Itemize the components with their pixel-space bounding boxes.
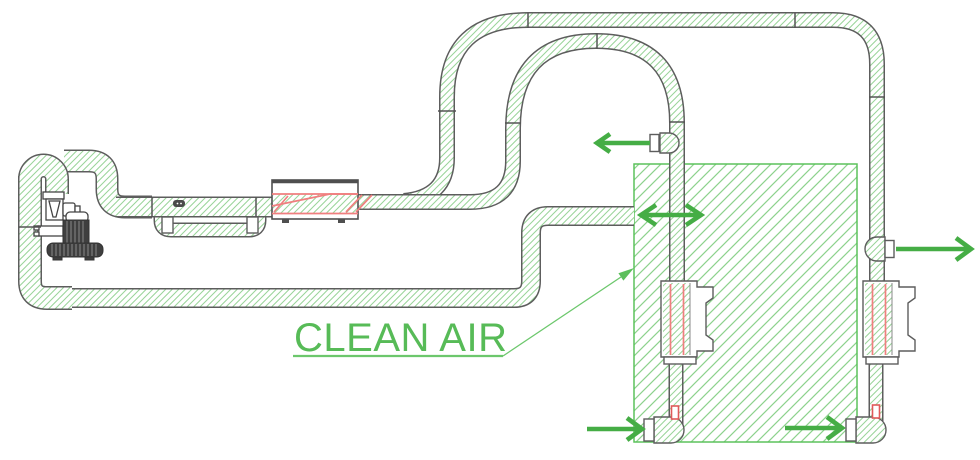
duct-damper	[173, 200, 185, 207]
clean-air-annotation: CLEAN AIR	[293, 268, 634, 360]
pump-motor	[62, 219, 90, 245]
pressure-tap-left	[670, 405, 680, 420]
duct-joint-ticks	[19, 13, 885, 228]
inlet-nozzle-right	[845, 404, 887, 444]
inlet-nozzle-left	[643, 405, 685, 444]
outlet-left-arrow	[592, 132, 650, 154]
leader-arrowhead-icon	[618, 268, 634, 281]
pump-blower-base	[46, 242, 104, 261]
filter-cartridge-left	[660, 280, 714, 365]
inlet-bottom-right-arrow	[785, 415, 846, 441]
inner-duct-arch	[356, 41, 677, 283]
outlet-nozzle-right	[864, 236, 895, 262]
leader-line	[502, 276, 622, 357]
shutoff-valve	[42, 191, 81, 221]
duct-network	[30, 20, 877, 430]
chamber-bidirectional-arrow	[636, 203, 706, 227]
pressure-tap-right	[871, 404, 881, 419]
outlet-right-arrow	[896, 236, 975, 262]
vacuum-pump-unit	[33, 191, 104, 261]
clean-air-label: CLEAN AIR	[294, 316, 507, 360]
outlet-nozzle-left	[649, 132, 680, 154]
inline-filter-silencer	[271, 179, 373, 223]
filter-cartridge-right	[862, 280, 916, 365]
inlet-bottom-left-arrow	[587, 416, 646, 442]
